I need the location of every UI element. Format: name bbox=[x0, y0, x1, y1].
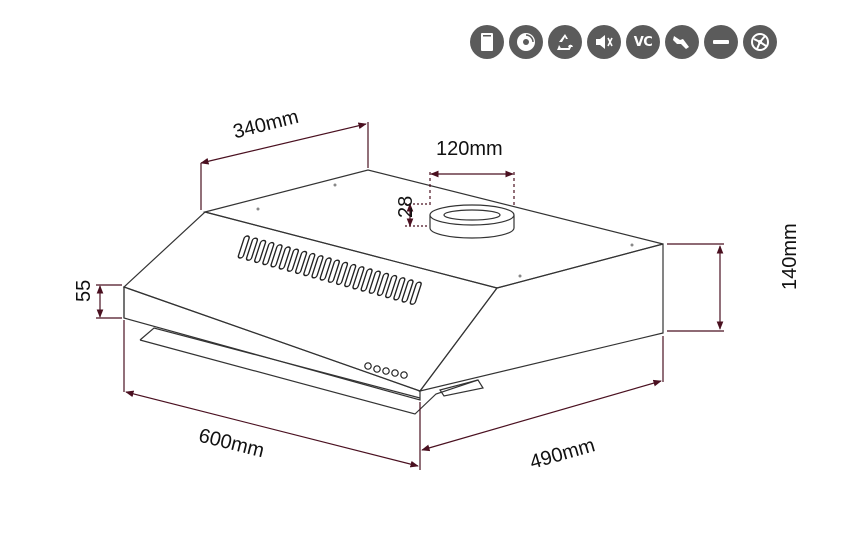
label-outlet-diameter: 120mm bbox=[436, 138, 503, 160]
minus-icon bbox=[704, 25, 738, 59]
speaker-icon bbox=[587, 25, 621, 59]
label-total-height: 140mm bbox=[779, 223, 801, 290]
control-button bbox=[400, 371, 408, 379]
vent-slot bbox=[368, 270, 381, 294]
vent-slot bbox=[319, 257, 332, 281]
vent-slot bbox=[262, 241, 275, 266]
vent-slot bbox=[385, 274, 398, 299]
dimension-line-depth-top bbox=[200, 122, 367, 165]
vent-slot bbox=[237, 235, 250, 259]
vent-slot bbox=[401, 279, 414, 303]
vent-slot bbox=[311, 255, 324, 279]
vent-slot bbox=[360, 268, 373, 292]
vent-slot bbox=[409, 281, 422, 305]
vc-icon: VC bbox=[626, 25, 660, 59]
vent-slot bbox=[344, 263, 357, 288]
control-button bbox=[373, 365, 381, 373]
feature-icons-row: VC bbox=[470, 25, 777, 59]
hood-underside-rail bbox=[139, 339, 479, 415]
vent-slot bbox=[376, 272, 390, 297]
vent-slot bbox=[303, 252, 316, 277]
hood-front-face bbox=[122, 211, 499, 392]
hood-front-strip bbox=[123, 286, 421, 401]
disc-icon bbox=[509, 25, 543, 59]
hand-pull-icon bbox=[665, 25, 699, 59]
vent-slot bbox=[286, 248, 300, 272]
vent-slot bbox=[352, 266, 365, 290]
control-button bbox=[391, 369, 399, 377]
vent-slot bbox=[294, 250, 308, 275]
label-outlet-height: 28 bbox=[395, 196, 417, 218]
label-depth-bottom: 490mm bbox=[527, 434, 597, 474]
dimension-line-depth-bottom bbox=[421, 379, 662, 452]
vc-icon-label: VC bbox=[633, 34, 653, 50]
control-buttons bbox=[364, 362, 408, 379]
fan-icon bbox=[743, 25, 777, 59]
range-hood-body bbox=[122, 169, 664, 415]
vent-slot bbox=[393, 277, 406, 301]
screw-holes bbox=[256, 183, 634, 278]
filter-panel-icon bbox=[470, 25, 504, 59]
vent-slot bbox=[270, 244, 283, 268]
vent-grille bbox=[237, 235, 422, 305]
outlet-collar bbox=[429, 204, 515, 239]
control-button bbox=[364, 362, 372, 370]
control-button bbox=[382, 367, 390, 375]
vent-slot bbox=[327, 259, 340, 283]
vent-slot bbox=[245, 237, 259, 261]
vent-slot bbox=[335, 261, 349, 286]
label-front-height: 55 bbox=[73, 280, 95, 302]
label-width: 600mm bbox=[196, 425, 266, 462]
recycle-icon bbox=[548, 25, 582, 59]
vent-slot bbox=[254, 239, 267, 264]
vent-slot bbox=[278, 246, 291, 270]
hood-side-face bbox=[418, 243, 664, 392]
label-depth-top: 340mm bbox=[231, 106, 301, 143]
dimension-line-width bbox=[125, 390, 419, 468]
